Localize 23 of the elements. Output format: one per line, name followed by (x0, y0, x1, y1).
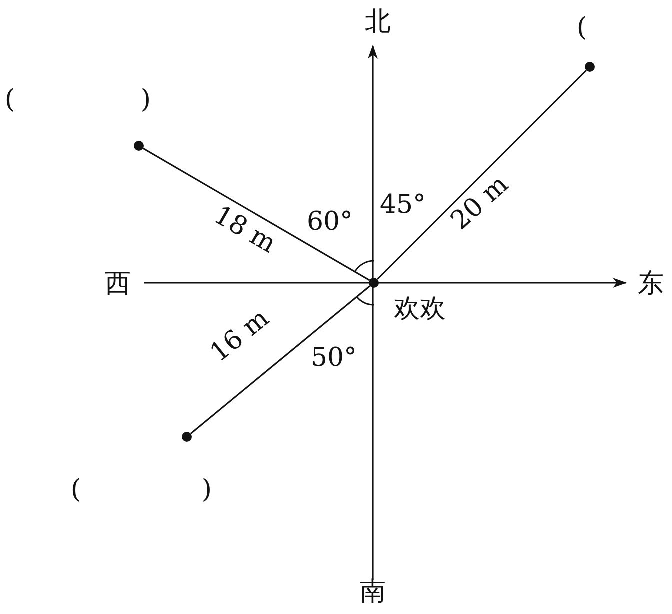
point-dot (134, 141, 144, 151)
distance-line (376, 70, 588, 280)
blank-bracket: ( (576, 15, 588, 41)
direction-label: 东 (638, 271, 664, 297)
edge-label: 20 m (446, 171, 514, 235)
blank-bracket: ) (202, 477, 212, 503)
angle-label: 45° (380, 192, 426, 218)
angle-label: 50° (310, 345, 358, 371)
point-label: 欢欢 (394, 296, 446, 322)
direction-label: 西 (105, 271, 131, 297)
angle-label: 60° (306, 209, 354, 235)
distance-line (190, 286, 371, 434)
edge-label: 16 m (206, 305, 274, 367)
direction-label: 南 (360, 579, 386, 605)
point-dot (585, 62, 595, 72)
point-dot (182, 432, 192, 442)
blank-bracket: ( (4, 87, 16, 113)
direction-label: 北 (365, 9, 391, 35)
distance-line (142, 148, 370, 282)
point-dot (369, 278, 379, 288)
blank-bracket: ) (140, 87, 152, 113)
blank-bracket: ( (70, 477, 82, 503)
edge-label: 18 m (210, 202, 280, 258)
